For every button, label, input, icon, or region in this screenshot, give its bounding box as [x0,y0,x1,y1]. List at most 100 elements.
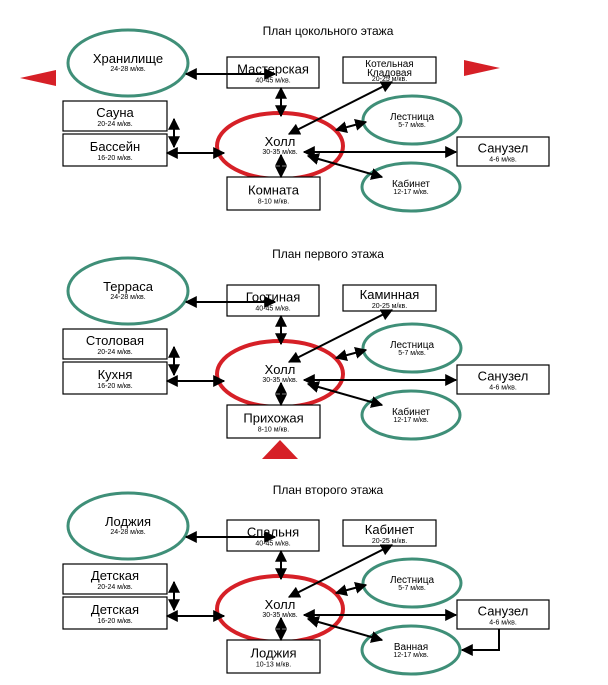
room-area: 8-10 м/кв. [258,427,289,434]
room-ellipse [66,491,190,561]
room-area: 20-25 м/кв. [372,76,407,83]
room-area: 12-17 м/кв. [393,189,428,196]
room-area: 20-25 м/кв. [372,303,407,310]
room-area: 20-25 м/кв. [372,538,407,545]
room-area: 40-45 м/кв. [255,78,290,85]
room-area: 5-7 м/кв. [398,350,426,357]
room-name: Санузел [478,141,529,156]
room-name: Ванная [394,642,428,653]
room-area: 30-35 м/кв. [262,149,297,156]
room-box [342,56,437,84]
room-box [226,176,321,211]
room-box [342,519,437,547]
room-area: 10-13 м/кв. [256,662,291,669]
room-area: 12-17 м/кв. [393,417,428,424]
connection-arrow [460,629,500,656]
connection-arrow [287,544,394,598]
section-title: План первого этажа [272,247,384,261]
left-triangle-marker [20,70,56,86]
room-box [62,361,168,395]
room-name: Комната [248,183,300,198]
room-name: Санузел [478,604,529,619]
room-name: Бассейн [90,139,140,154]
room-name: Кабинет [365,522,414,537]
room-ellipse [360,389,462,441]
room-name: Каминная [360,287,420,302]
room-name: Кабинет [392,406,430,418]
room-name: Кабинет [392,178,430,190]
room-name: Холл [265,597,296,612]
section-title: План второго этажа [273,483,384,497]
room-name: Лоджия [250,646,296,661]
room-box [342,284,437,312]
room-name: Котельная [365,59,413,70]
room-area: 24-28 м/кв. [110,66,145,73]
room-name: Детская [91,568,139,583]
connection-arrow [334,581,368,597]
room-area: 4-6 м/кв. [489,157,517,164]
connection-arrow [334,118,368,134]
room-name: Терраса [103,279,154,294]
room-area: 20-24 м/кв. [97,121,132,128]
room-ellipse [360,624,462,676]
connection-arrow [287,309,394,363]
room-name: Лестница [390,112,435,123]
room-name: Сауна [96,105,134,120]
entrance-triangle-marker [262,440,298,459]
room-area: 30-35 м/кв. [262,377,297,384]
room-box [62,328,168,360]
room-area: 5-7 м/кв. [398,585,426,592]
connection-arrow [306,381,384,408]
room-box [456,599,550,630]
room-area: 16-20 м/кв. [97,155,132,162]
room-area: 20-24 м/кв. [97,584,132,591]
room-name: Санузел [478,369,529,384]
room-box [456,136,550,167]
room-name: Детская [91,602,139,617]
connection-arrow [334,346,368,362]
room-ellipse [66,256,190,326]
room-area: 16-20 м/кв. [97,383,132,390]
connection-arrow [306,616,384,643]
right-triangle-marker [464,60,500,76]
room-name: Лоджия [105,514,151,529]
room-ellipse [66,28,190,98]
room-area: 20-24 м/кв. [97,349,132,356]
room-box [456,364,550,395]
room-area: 16-20 м/кв. [97,618,132,625]
room-area: 24-28 м/кв. [110,294,145,301]
section-title: План цокольного этажа [263,24,394,38]
connection-arrow [287,81,394,135]
room-name: Кухня [98,367,133,382]
room-area: 4-6 м/кв. [489,385,517,392]
room-name: Холл [265,134,296,149]
connection-arrow [306,153,384,180]
room-box [62,596,168,630]
room-area: 4-6 м/кв. [489,620,517,627]
room-box [226,639,321,674]
